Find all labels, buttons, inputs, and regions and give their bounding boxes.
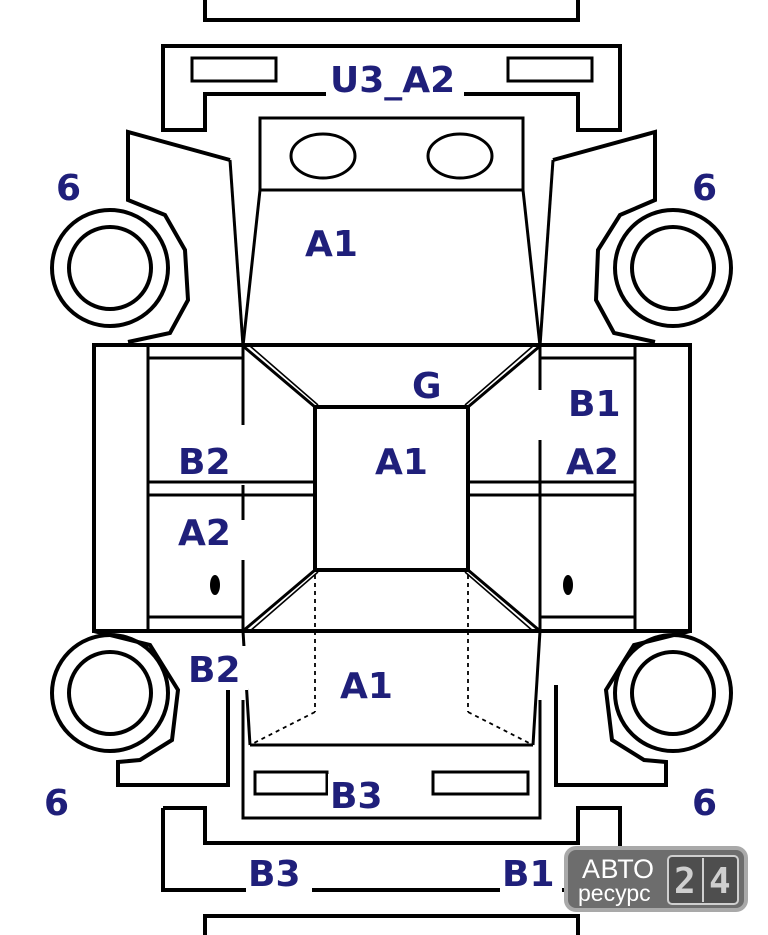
label-left-front-door-bottom: A2	[178, 513, 231, 554]
label-wheel-rear-left: 6	[44, 783, 69, 824]
front-bumper	[161, 0, 622, 132]
label-wheel-front-left: 6	[56, 168, 81, 209]
label-rear-panel: B3	[330, 776, 383, 817]
label-wheel-rear-right: 6	[692, 783, 717, 824]
rear-fenders	[93, 629, 691, 787]
label-windshield: G	[412, 366, 442, 407]
wheel-rear-left	[50, 633, 170, 753]
logo-line1: АВТО	[582, 854, 655, 884]
label-hood: A1	[305, 224, 358, 265]
wheel-front-left	[50, 208, 170, 328]
label-trunk: A1	[340, 666, 393, 707]
headlight-left-icon	[289, 132, 357, 180]
label-roof: A1	[375, 442, 428, 483]
logo-line2: ресурс	[578, 880, 651, 906]
wheel-rear-right	[613, 633, 733, 753]
label-rear-bumper-right: B1	[502, 854, 555, 895]
label-left-front-door-top: B2	[178, 442, 231, 483]
rear-bumper	[161, 806, 622, 935]
label-wheel-front-right: 6	[692, 168, 717, 209]
avtoresurs-logo: АВТО ресурс 2 4	[564, 846, 748, 912]
body-sides	[92, 343, 692, 633]
front-fenders	[126, 129, 657, 344]
headlight-right-icon	[426, 132, 494, 180]
door-handle-right-icon	[563, 575, 573, 595]
hood	[228, 116, 555, 347]
label-front-bumper: U3_A2	[330, 60, 455, 101]
label-right-front-door-top: B1	[568, 384, 621, 425]
door-handle-left-icon	[210, 575, 220, 595]
trunk	[241, 575, 542, 747]
damage-labels: U3_A2 A1 G A1 A1 B2 A2 B2 B1 A2 B3 B3 B1…	[44, 52, 717, 895]
logo-digit2: 4	[709, 861, 731, 902]
rear-panel	[241, 700, 542, 820]
wheel-front-right	[613, 208, 733, 328]
logo-digit1: 2	[674, 861, 696, 902]
label-rear-bumper-left: B3	[248, 854, 301, 895]
roof	[242, 344, 541, 633]
label-right-front-door-bottom: A2	[566, 442, 619, 483]
label-left-rear-pillar: B2	[188, 650, 241, 691]
